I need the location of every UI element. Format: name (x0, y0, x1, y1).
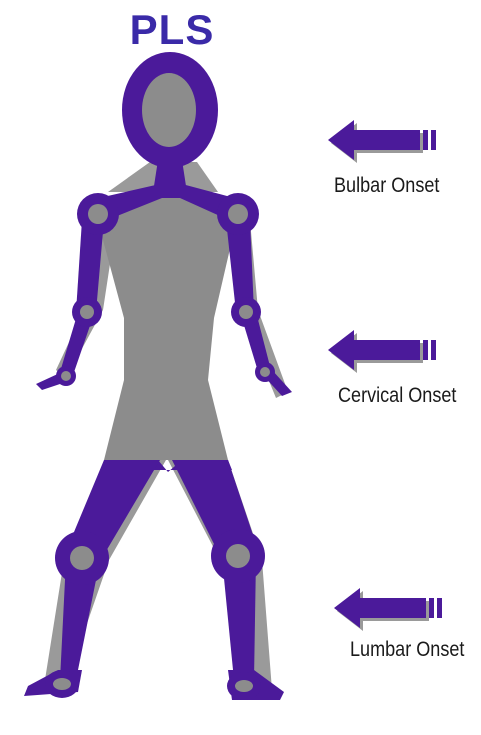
onset-cervical (328, 326, 442, 374)
wrist-joint-right (255, 362, 275, 382)
shoulder-joint-left (77, 193, 119, 235)
onset-label-cervical: Cervical Onset (338, 384, 456, 408)
left-arrow-icon (328, 326, 442, 374)
knee-joint-left (55, 531, 109, 585)
onset-lumbar (334, 584, 448, 632)
onset-bulbar (328, 116, 442, 164)
elbow-joint-left (72, 297, 102, 327)
ankle-joint-left (45, 670, 79, 698)
head (122, 52, 218, 168)
elbow-joint-right (231, 297, 261, 327)
shoulder-joint-right (217, 193, 259, 235)
wrist-joint-left (56, 366, 76, 386)
neck (154, 160, 186, 186)
left-arrow-icon (334, 584, 448, 632)
left-arrow-icon (328, 116, 442, 164)
torso (96, 192, 238, 460)
onset-label-bulbar: Bulbar Onset (334, 174, 439, 198)
ankle-joint-right (227, 672, 261, 700)
onset-label-lumbar: Lumbar Onset (350, 638, 464, 662)
knee-joint-right (211, 529, 265, 583)
